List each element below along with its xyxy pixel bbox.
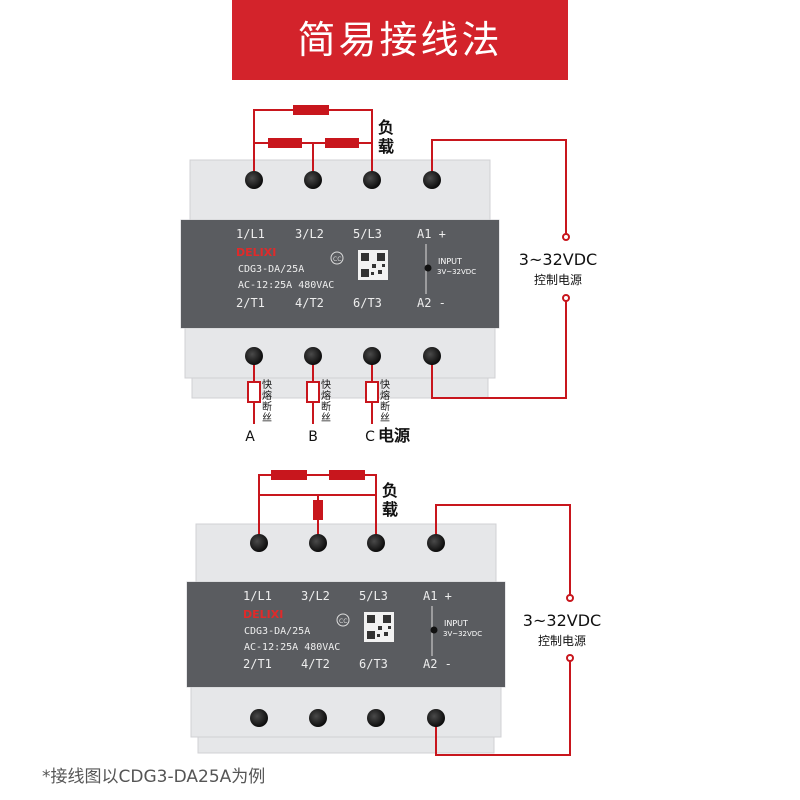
page-title: 简易接线法: [297, 18, 503, 62]
fuse-label-char: 熔: [262, 389, 272, 402]
control-wiring-1: [431, 139, 567, 399]
title-banner: 简易接线法: [232, 0, 568, 80]
status-led-icon: [424, 264, 432, 272]
terminal-label: 3/L2: [295, 227, 324, 241]
power-label: 电源: [378, 426, 410, 445]
relay-panel-1: [181, 220, 499, 328]
fuse-label-char: 断: [380, 400, 390, 413]
terminal-label: A1 +: [417, 227, 446, 241]
load-label: 负: [382, 481, 398, 500]
fuse-label-char: 快: [321, 379, 331, 391]
diagram-1: 1/L1 3/L2 5/L3 A1 + DELIXI CDG3-DA/25A A…: [180, 105, 597, 445]
load-label: 负: [378, 118, 394, 137]
input-range: 3V~32VDC: [443, 630, 482, 638]
input-range: 3V~32VDC: [437, 268, 476, 276]
cert-mark-glyph: CC: [339, 618, 347, 625]
terminal-label: 1/L1: [236, 227, 265, 241]
fuse-label-char: 断: [262, 400, 272, 413]
terminal-label: A2 -: [417, 296, 446, 310]
qr-code-icon: [364, 612, 394, 642]
terminal-label: A2 -: [423, 657, 452, 671]
terminal-label: 4/T2: [295, 296, 324, 310]
diagram-2: 1/L1 3/L2 5/L3 A1 + DELIXI CDG3-DA/25A A…: [186, 470, 601, 756]
fuse-label-char: 丝: [321, 412, 331, 424]
fuse-label-char: 熔: [380, 389, 390, 402]
control-wiring-2: [435, 504, 571, 756]
brand-logo: DELIXI: [236, 246, 276, 259]
control-voltage: 3~32VDC: [523, 611, 601, 630]
fuse-icon: [247, 381, 379, 403]
status-led-icon: [430, 626, 438, 634]
load-resistor: [268, 105, 359, 148]
cert-mark-icon: [336, 613, 350, 627]
terminal-label: A1 +: [423, 589, 452, 603]
terminal-label: 5/L3: [359, 589, 388, 603]
terminal-label: 5/L3: [353, 227, 382, 241]
terminal-screw: [250, 534, 445, 727]
phase-label: A: [245, 429, 255, 445]
control-label: 控制电源: [538, 634, 586, 648]
control-node: [562, 233, 570, 241]
relay-panel-2: [187, 582, 505, 687]
load-label: 载: [378, 137, 394, 156]
qr-code-icon: [358, 250, 388, 280]
fuse-label-char: 快: [380, 379, 390, 391]
terminal-label: 6/T3: [359, 657, 388, 671]
model-label: CDG3-DA/25A: [238, 264, 304, 275]
terminal-label: 3/L2: [301, 589, 330, 603]
terminal-label: 6/T3: [353, 296, 382, 310]
fuse-label-char: 断: [321, 400, 331, 413]
rating-label: AC-12:25A 480VAC: [244, 642, 340, 653]
control-node: [562, 294, 570, 302]
terminal-label: 4/T2: [301, 657, 330, 671]
model-label: CDG3-DA/25A: [244, 626, 310, 637]
fuse-label-char: 熔: [321, 389, 331, 402]
cert-mark-glyph: CC: [333, 256, 341, 263]
fuse-label-char: 丝: [262, 412, 272, 424]
fuse-label-char: 丝: [380, 412, 390, 424]
load-label: 载: [382, 500, 398, 519]
terminal-label: 2/T1: [236, 296, 265, 310]
control-node: [566, 594, 574, 602]
footnote: *接线图以CDG3-DA25A为例: [42, 767, 266, 787]
input-label: INPUT: [444, 619, 468, 628]
phase-label: C: [365, 429, 375, 445]
load-resistor: [271, 470, 365, 520]
rating-label: AC-12:25A 480VAC: [238, 280, 334, 291]
control-label: 控制电源: [534, 273, 582, 287]
brand-logo: DELIXI: [243, 608, 283, 621]
cert-mark-icon: [330, 251, 344, 265]
phase-label: B: [308, 429, 318, 445]
fuse-label-char: 快: [262, 379, 272, 391]
input-label: INPUT: [438, 257, 462, 266]
terminal-label: 1/L1: [243, 589, 272, 603]
terminal-label: 2/T1: [243, 657, 272, 671]
terminal-screw: [245, 171, 441, 365]
control-voltage: 3~32VDC: [519, 250, 597, 269]
control-node: [566, 654, 574, 662]
fuse-label: 快 熔 断 丝 快 熔 断 丝 快 熔 断 丝: [262, 379, 390, 424]
